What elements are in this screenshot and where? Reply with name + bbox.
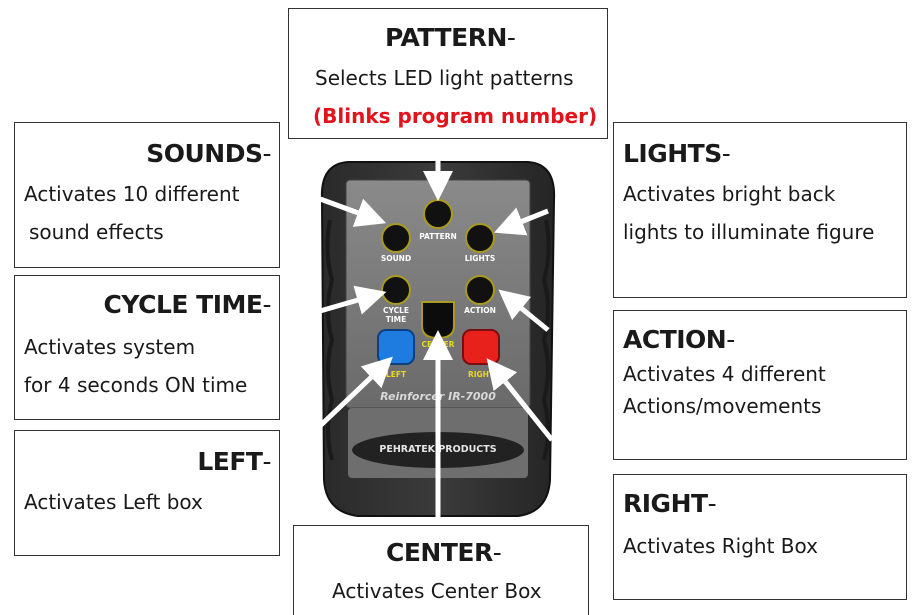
arrow-left bbox=[280, 356, 393, 464]
remote-label-action: ACTION bbox=[464, 306, 496, 315]
center-desc: Activates Center Box bbox=[332, 579, 542, 603]
arrow-right bbox=[486, 358, 554, 442]
remote-label-sound: SOUND bbox=[380, 254, 412, 263]
lights-desc-1: Activates bright back bbox=[623, 182, 836, 206]
lights-callout: LIGHTS- Activates bright back lights to … bbox=[613, 122, 907, 298]
pattern-callout: PATTERN- Selects LED light patterns (Bli… bbox=[288, 8, 608, 139]
center-title: CENTER- bbox=[386, 538, 502, 567]
cycle-time-desc-2: for 4 seconds ON time bbox=[24, 373, 248, 397]
remote-label-pattern: PATTERN bbox=[419, 232, 457, 241]
sounds-desc-2: sound effects bbox=[29, 220, 164, 244]
lights-desc-2: lights to illuminate figure bbox=[623, 220, 875, 244]
action-desc-2: Actions/movements bbox=[623, 394, 822, 418]
cycle-time-desc-1: Activates system bbox=[24, 335, 196, 359]
sounds-callout: SOUNDS- Activates 10 different sound eff… bbox=[14, 122, 280, 268]
cycle-time-title: CYCLE TIME- bbox=[103, 290, 272, 319]
sounds-title: SOUNDS- bbox=[146, 139, 271, 168]
remote-label-lights: LIGHTS bbox=[464, 254, 496, 263]
remote-label-left: LEFT bbox=[385, 370, 407, 379]
arrow-lights bbox=[494, 207, 549, 236]
right-callout: RIGHT- Activates Right Box bbox=[613, 474, 907, 600]
left-callout: LEFT- Activates Left box bbox=[14, 430, 280, 556]
action-title: ACTION- bbox=[623, 325, 735, 354]
arrow-sound bbox=[281, 182, 387, 227]
lights-title: LIGHTS- bbox=[623, 139, 731, 168]
action-desc-1: Activates 4 different bbox=[623, 362, 826, 386]
left-desc: Activates Left box bbox=[24, 490, 203, 514]
left-title: LEFT- bbox=[197, 447, 271, 476]
remote-label-cycle-time: CYCLE TIME bbox=[382, 306, 410, 324]
action-callout: ACTION- Activates 4 different Actions/mo… bbox=[613, 310, 907, 460]
right-title: RIGHT- bbox=[623, 489, 717, 518]
pattern-note: (Blinks program number) bbox=[313, 104, 598, 128]
pattern-title: PATTERN- bbox=[385, 23, 516, 52]
right-desc: Activates Right Box bbox=[623, 534, 818, 558]
sounds-desc-1: Activates 10 different bbox=[24, 182, 240, 206]
cycle-time-callout: CYCLE TIME- Activates system for 4 secon… bbox=[14, 275, 280, 420]
remote-label-right: RIGHT bbox=[467, 370, 495, 379]
arrow-cycle-time bbox=[281, 285, 387, 325]
center-callout: CENTER- Activates Center Box bbox=[293, 525, 589, 615]
arrow-action bbox=[498, 289, 550, 332]
pattern-desc: Selects LED light patterns bbox=[315, 66, 574, 90]
